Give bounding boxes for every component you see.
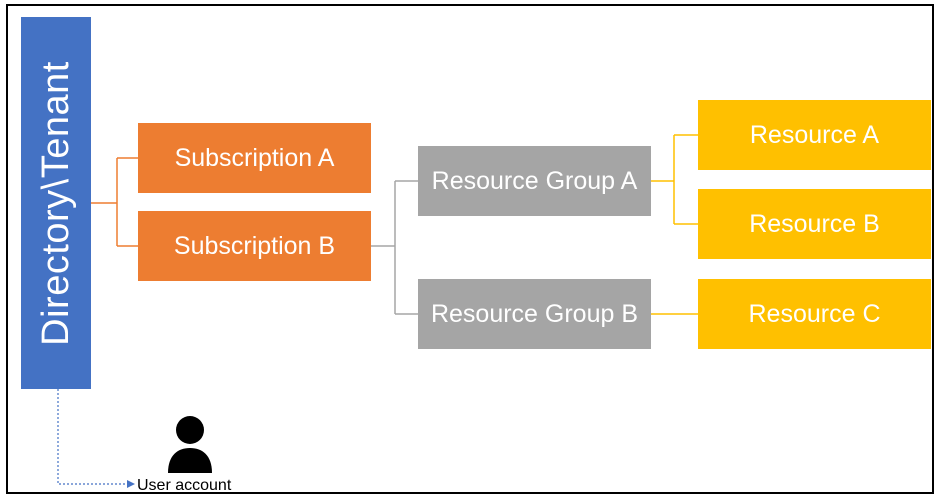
resource-group-a-label: Resource Group A: [431, 166, 638, 195]
resource-group-a-box: Resource Group A: [418, 146, 651, 216]
subscription-b-label: Subscription B: [173, 231, 336, 260]
resource-a-label: Resource A: [749, 120, 880, 149]
rg-resource-connectors: [651, 134, 698, 315]
user-account-label: User account: [137, 477, 232, 494]
diagram-frame: [6, 4, 934, 494]
tenant-subscription-connectors: [91, 157, 138, 247]
subscription-a-box: Subscription A: [138, 123, 371, 193]
resource-c-box: Resource C: [698, 279, 931, 349]
resource-c-label: Resource C: [748, 299, 881, 328]
resource-a-box: Resource A: [698, 100, 931, 170]
subscription-b-box: Subscription B: [138, 211, 371, 281]
tenant-user-link: [57, 389, 135, 488]
subscription-rg-connectors: [371, 180, 418, 315]
subscription-a-label: Subscription A: [174, 143, 335, 172]
resource-b-label: Resource B: [749, 209, 880, 238]
resource-group-b-label: Resource Group B: [430, 299, 639, 328]
directory-tenant-box: Directory\Tenant: [21, 17, 91, 389]
directory-tenant-label: Directory\Tenant: [34, 60, 77, 346]
resource-group-b-box: Resource Group B: [418, 279, 651, 349]
person-icon: [168, 416, 212, 473]
resource-b-box: Resource B: [698, 189, 931, 259]
